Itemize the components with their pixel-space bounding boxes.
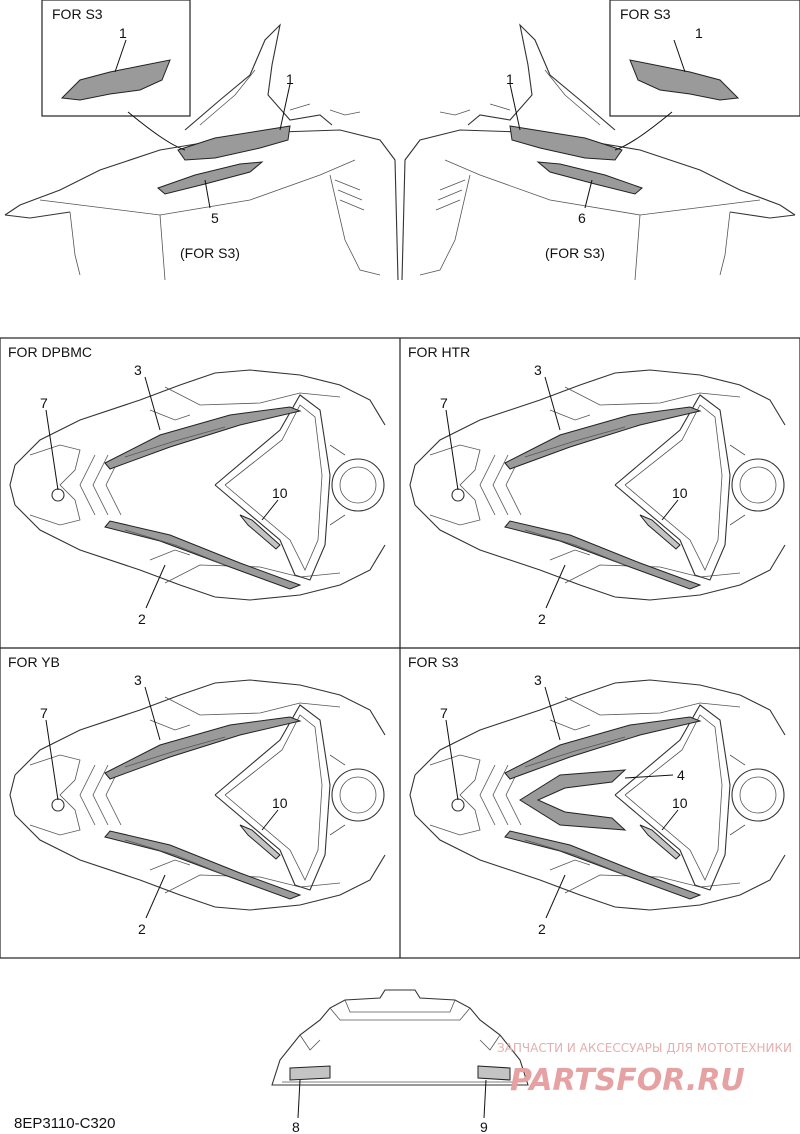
panel-yb-n2: 2: [138, 921, 146, 937]
right-side-view: [401, 0, 800, 281]
panel-dpbmc: FOR DPBMC 3 7 10 2: [8, 344, 386, 627]
left-lower-sub: (FOR S3): [180, 245, 240, 261]
rear-view: [271, 989, 529, 1119]
panel-htr-n7: 7: [440, 395, 448, 411]
left-side-view: [4, 0, 399, 281]
panel-s3-n7: 7: [440, 705, 448, 721]
panel-s3-n3: 3: [534, 672, 542, 688]
panel-dpbmc-n3: 3: [134, 362, 142, 378]
panel-yb-n7: 7: [40, 705, 48, 721]
rear-number-9: 9: [480, 1119, 488, 1134]
panel-s3: FOR S3 3 7 4 10 2: [408, 654, 786, 937]
panel-yb-title: FOR YB: [8, 654, 60, 670]
panel-grid: [0, 337, 800, 959]
panel-htr: FOR HTR 3 7 10 2: [408, 344, 786, 627]
rear-number-8: 8: [292, 1119, 300, 1134]
panel-s3-n2: 2: [538, 921, 546, 937]
right-inset-number: 1: [695, 25, 703, 41]
panel-yb-n3: 3: [134, 672, 142, 688]
left-inset-title: FOR S3: [52, 6, 103, 22]
right-lower-sub: (FOR S3): [545, 245, 605, 261]
left-lower-number: 5: [211, 210, 219, 226]
panel-dpbmc-title: FOR DPBMC: [8, 344, 92, 360]
panel-htr-title: FOR HTR: [408, 344, 470, 360]
right-inset-title: FOR S3: [620, 6, 671, 22]
panel-htr-n2: 2: [538, 611, 546, 627]
left-body-number: 1: [286, 71, 294, 87]
panel-dpbmc-n2: 2: [138, 611, 146, 627]
left-inset-number: 1: [119, 25, 127, 41]
panel-dpbmc-n10: 10: [272, 485, 288, 501]
right-lower-number: 6: [578, 210, 586, 226]
panel-s3-title: FOR S3: [408, 654, 459, 670]
panel-dpbmc-n7: 7: [40, 395, 48, 411]
diagram-code: 8EP3110-C320: [14, 1115, 115, 1132]
panel-s3-n10: 10: [672, 795, 688, 811]
panel-yb: FOR YB 3 7 10 2: [8, 654, 386, 937]
watermark-logo: PARTSFOR.RU: [510, 1063, 745, 1098]
panel-s3-n4: 4: [677, 767, 685, 783]
right-body-number: 1: [506, 71, 514, 87]
panel-htr-n10: 10: [672, 485, 688, 501]
panel-yb-n10: 10: [272, 795, 288, 811]
watermark-tagline: ЗАПЧАСТИ И АКСЕССУАРЫ ДЛЯ МОТОТЕХНИКИ: [497, 1041, 792, 1055]
panel-htr-n3: 3: [534, 362, 542, 378]
